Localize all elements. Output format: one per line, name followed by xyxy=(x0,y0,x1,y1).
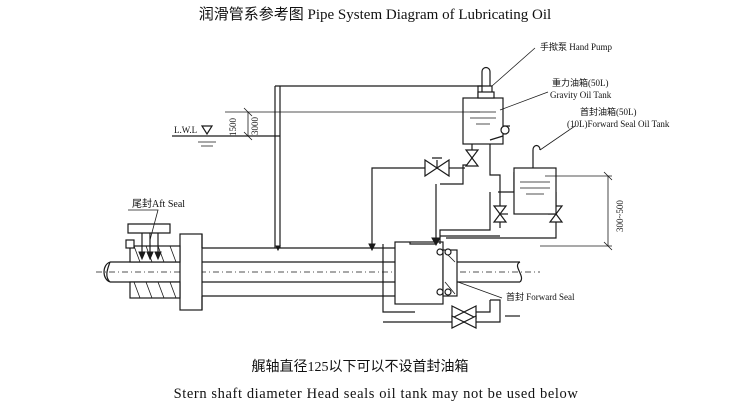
aft-seal xyxy=(125,223,181,299)
aft-seal-leader xyxy=(128,209,159,241)
forward-tank-leader xyxy=(539,125,576,151)
forward-seal-leader xyxy=(457,281,503,299)
forward-seal-label: 首封 Forward Seal xyxy=(506,291,575,302)
forward-tank-label-en: (10L)Forward Seal Oil Tank xyxy=(567,119,670,129)
pipe-to-forward xyxy=(409,184,437,245)
pipe-gravity-top xyxy=(275,85,483,93)
forward-tank-label-cn: 首封油箱(50L) xyxy=(580,106,637,117)
valve-fwd-left xyxy=(492,205,508,223)
hand-pump-label: 手揿泵 Hand Pump xyxy=(540,41,613,52)
footer-note-cn: 艉轴直径125以下可以不设首封油箱 xyxy=(252,358,469,375)
pipe-middle xyxy=(371,167,432,248)
dim-1500: 1500 xyxy=(228,118,238,137)
dim-300-500: 300~500 xyxy=(615,200,625,232)
pipe-forward-loop xyxy=(439,192,491,244)
stern-shaft xyxy=(96,261,540,283)
stern-tube xyxy=(179,233,395,311)
gravity-oil-tank xyxy=(462,66,510,145)
aft-seal-label: 尾封Aft Seal xyxy=(132,197,185,210)
gravity-tank-label-en: Gravity Oil Tank xyxy=(550,90,612,100)
drain-loop xyxy=(382,244,520,329)
pipe-gravity-outlet-2 xyxy=(489,124,501,193)
valve-middle xyxy=(424,157,450,178)
water-line xyxy=(172,125,280,147)
diagram-title: 润滑管系参考图 Pipe System Diagram of Lubricati… xyxy=(199,6,551,23)
dimension-gravity xyxy=(225,107,480,141)
dim-3000: 3000 xyxy=(250,117,260,136)
lwl-label: L.W.L xyxy=(174,125,197,135)
gravity-tank-leader xyxy=(499,91,549,111)
gravity-tank-label-cn: 重力油箱(50L) xyxy=(552,77,609,88)
dimension-forward xyxy=(540,171,613,251)
forward-seal-oil-tank xyxy=(513,144,557,215)
footer-note-en: Stern shaft diameter Head seals oil tank… xyxy=(174,386,579,402)
valve-gravity-outlet xyxy=(464,149,480,167)
hand-pump-leader xyxy=(491,47,536,87)
forward-seal xyxy=(394,241,458,305)
